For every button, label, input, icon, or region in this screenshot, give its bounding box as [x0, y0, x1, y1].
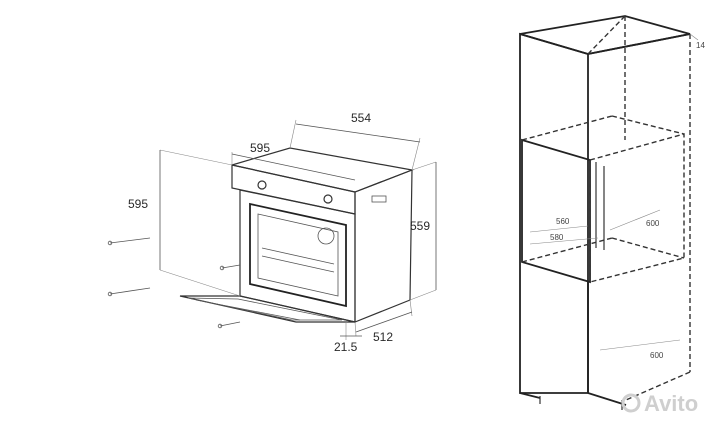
watermark: Avito: [621, 391, 698, 416]
cabinet-dimension-lines: [529, 33, 699, 351]
left-knob-icon: [257, 180, 267, 190]
label-554: 554: [351, 111, 371, 125]
label-512: 512: [373, 330, 393, 344]
side-vent: [371, 195, 387, 203]
label-21-5: 21.5: [334, 340, 358, 354]
cabinet-dimension-labels: 560 580 600 600 14: [550, 41, 705, 360]
fan-icon: [317, 227, 335, 245]
label-600-cabinet: 600: [650, 351, 664, 360]
cabinet-drawing: [519, 15, 691, 410]
label-600-niche: 600: [646, 219, 660, 228]
oven-drawing: [107, 147, 415, 329]
label-595-side: 595: [128, 197, 148, 211]
cabinet-front-left: [519, 32, 589, 394]
oven-cavity: [249, 202, 347, 308]
label-560: 560: [556, 217, 570, 226]
cabinet-top: [519, 15, 691, 55]
niche-front: [521, 138, 591, 284]
label-595-front: 595: [250, 141, 270, 155]
label-14: 14: [696, 41, 705, 50]
label-559: 559: [410, 219, 430, 233]
oven-side: [354, 169, 413, 323]
label-580: 580: [550, 233, 564, 242]
watermark-text: Avito: [644, 391, 698, 416]
oven-dimension-labels: 554 595 595 559 512 21.5: [128, 111, 430, 354]
oven-inner-back: [257, 213, 339, 297]
screws: [107, 237, 241, 329]
right-knob-icon: [323, 194, 333, 204]
oven-door: [179, 295, 356, 323]
avito-logo-icon: [621, 393, 641, 413]
oven-dimension-lines: [159, 119, 437, 340]
niche-back: [589, 133, 685, 283]
